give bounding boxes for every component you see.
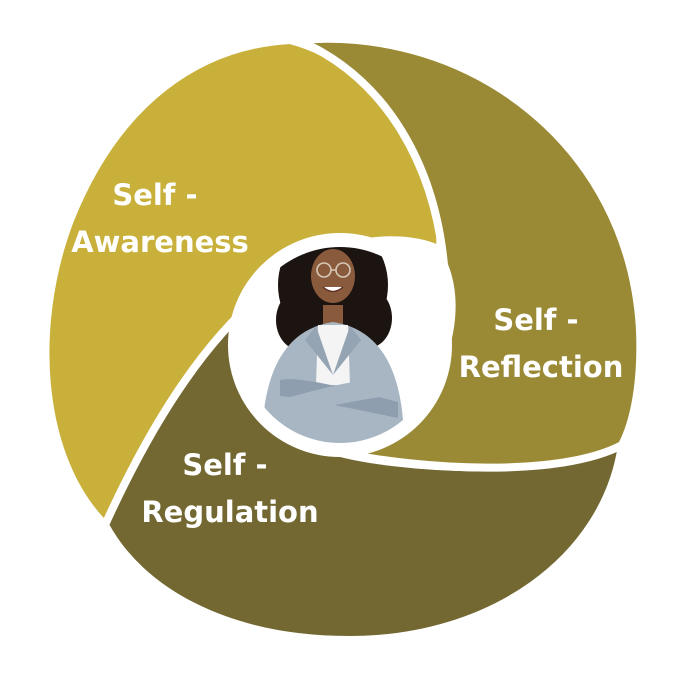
label-self-reflection: Self - Reflection [459,303,624,384]
label-self-regulation-line1: Self - [182,448,267,482]
label-self-awareness-line1: Self - [112,178,197,212]
segment-self-reflection [294,34,645,472]
label-self-awareness: Self - Awareness [71,178,249,259]
label-self-awareness-line2: Awareness [71,225,249,259]
label-self-regulation: Self - Regulation [141,448,318,529]
portrait-photo-icon [242,247,438,443]
label-self-reflection-line2: Reflection [459,350,624,384]
label-self-reflection-line1: Self - [493,303,578,337]
label-self-regulation-line2: Regulation [141,495,318,529]
